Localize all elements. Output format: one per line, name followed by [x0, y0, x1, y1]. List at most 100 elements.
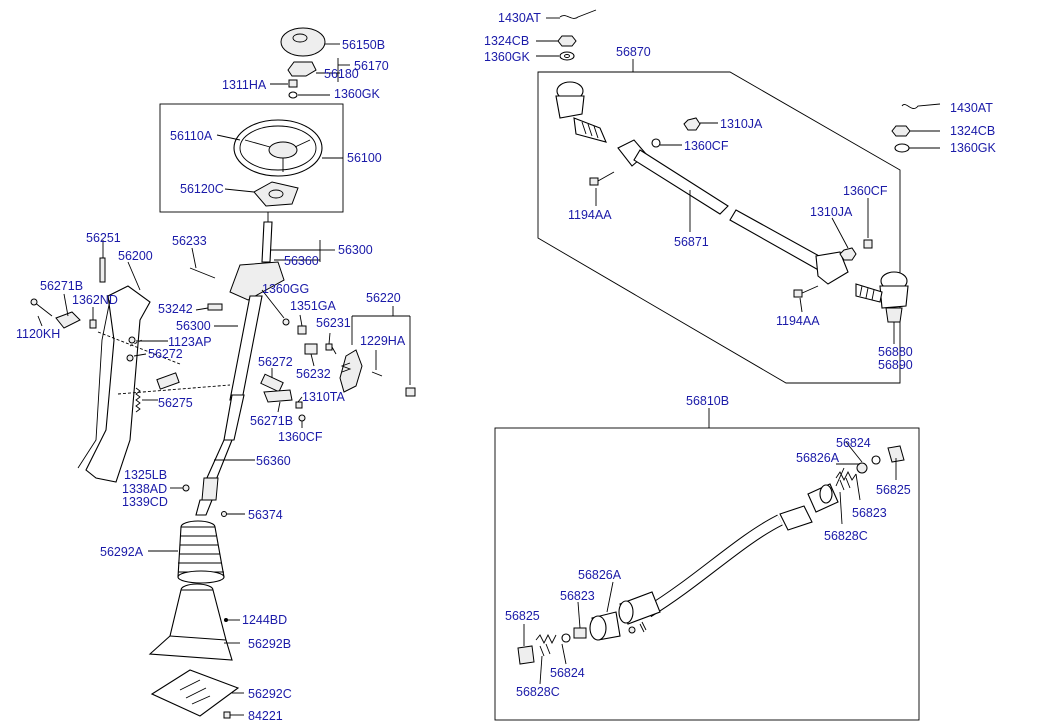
- label-1311HA: 1311HA: [222, 78, 267, 92]
- label-1360CF-a: 1360CF: [278, 430, 323, 444]
- cover-56180-part: [287, 58, 350, 82]
- cotter-pin-1430AT-top-part: [546, 9, 597, 19]
- label-56826A-b: 56826A: [578, 568, 622, 582]
- label-1360GG: 1360GG: [262, 282, 309, 296]
- label-1360GK-b: 1360GK: [484, 50, 531, 64]
- bushing-56232-part: [304, 343, 318, 367]
- cable-tube-part: [644, 505, 813, 618]
- label-1244BD: 1244BD: [242, 613, 287, 627]
- lever-56220-part: [339, 306, 416, 397]
- label-56360-b: 56360: [256, 454, 291, 468]
- label-56825-a: 56825: [876, 483, 911, 497]
- label-56233: 56233: [172, 234, 207, 248]
- label-56880: 56880: [878, 345, 913, 359]
- label-1310JA-b: 1310JA: [810, 205, 853, 219]
- label-56220: 56220: [366, 291, 401, 305]
- steering-column-part: [195, 212, 335, 516]
- bolt-1325LB-part: [170, 484, 190, 492]
- label-56828C-b: 56828C: [516, 685, 560, 699]
- boot-56292A-part: [148, 520, 225, 584]
- plate-56271B-right-part: [263, 389, 293, 413]
- clip-84221-part: [223, 711, 244, 719]
- label-56824-a: 56824: [836, 436, 871, 450]
- nut-1310JA-right-part: [831, 217, 857, 261]
- nut-1324CB-top-part: [536, 35, 577, 47]
- label-56300-a: 56300: [338, 243, 373, 257]
- bolt-56231-part: [325, 332, 337, 355]
- label-56150B: 56150B: [342, 38, 385, 52]
- cable-group-box: [494, 427, 920, 721]
- cable-end-lower-part: [517, 581, 661, 685]
- label-56870: 56870: [616, 45, 651, 59]
- label-56120C: 56120C: [180, 182, 224, 196]
- label-56180: 56180: [324, 67, 359, 81]
- washer-1360GG-part: [261, 289, 290, 326]
- tilt-bracket-part: [77, 261, 151, 483]
- label-1360GK-a: 1360GK: [334, 87, 381, 101]
- label-56824-b: 56824: [550, 666, 585, 680]
- label-53242: 53242: [158, 302, 193, 316]
- tie-rod-end-left-part: [555, 81, 607, 143]
- label-56272-b: 56272: [258, 355, 293, 369]
- label-1351GA: 1351GA: [290, 299, 337, 313]
- tie-rod-56871-part: [617, 139, 849, 285]
- label-56275: 56275: [158, 396, 193, 410]
- label-1339CD: 1339CD: [122, 495, 168, 509]
- label-56374: 56374: [248, 508, 283, 522]
- washer-1360CF-left-part: [298, 414, 306, 428]
- label-56170: 56170: [354, 59, 389, 73]
- nut-1362ND-part: [89, 307, 97, 329]
- hub-56120C-part: [224, 181, 299, 207]
- nut-1351GA-part: [297, 314, 307, 335]
- label-56272-a: 56272: [148, 347, 183, 361]
- bolt-1194AA-right-part: [793, 285, 819, 313]
- label-1360CF-c: 1360CF: [843, 184, 888, 198]
- label-56292A: 56292A: [100, 545, 144, 559]
- washer-1360CF-right-part: [863, 198, 873, 249]
- bolt-56233-part: [189, 247, 216, 279]
- label-1430AT-b: 1430AT: [950, 101, 993, 115]
- label-56360-a: 56360: [284, 254, 319, 268]
- horn-pad-part: [280, 27, 340, 57]
- bolt-56374-part: [221, 511, 245, 517]
- label-56300-b: 56300: [176, 319, 211, 333]
- label-1360CF-b: 1360CF: [684, 139, 729, 153]
- label-56828C-a: 56828C: [824, 529, 868, 543]
- label-56823-b: 56823: [560, 589, 595, 603]
- label-56826A-a: 56826A: [796, 451, 840, 465]
- label-56231: 56231: [316, 316, 351, 330]
- washer-1360GK-top-part: [536, 51, 575, 61]
- nut-1324CB-right-part: [891, 125, 940, 137]
- label-1123AP: 1123AP: [168, 335, 212, 349]
- cable-end-upper-part: [807, 441, 905, 525]
- label-56825-b: 56825: [505, 609, 540, 623]
- label-1310JA-a: 1310JA: [720, 117, 763, 131]
- label-1430AT-a: 1430AT: [498, 11, 541, 25]
- pin-56251-part: [99, 240, 106, 283]
- label-1360GK-c: 1360GK: [950, 141, 997, 155]
- label-56232: 56232: [296, 367, 331, 381]
- label-56890: 56890: [878, 358, 913, 372]
- label-56251: 56251: [86, 231, 121, 245]
- tie-rod-end-right-part: [855, 271, 909, 344]
- label-1194AA-b: 1194AA: [776, 314, 820, 328]
- label-1120KH: 1120KH: [16, 327, 60, 341]
- steering-wheel-part: [216, 119, 343, 177]
- plate-56292C-part: [150, 669, 244, 717]
- label-56271B-b: 56271B: [250, 414, 293, 428]
- tie-rod-group-box: [537, 71, 901, 384]
- bushing-56272-left-part: [156, 372, 180, 390]
- bolt-1194AA-left-part: [589, 171, 615, 206]
- label-56823-a: 56823: [852, 506, 887, 520]
- label-1325LB: 1325LB: [124, 468, 167, 482]
- label-1338AD: 1338AD: [122, 482, 167, 496]
- label-56292B: 56292B: [248, 637, 291, 651]
- washer-1360GK-right-part: [894, 143, 940, 153]
- bushing-56272-right-part: [260, 368, 284, 393]
- nut-1310JA-left-part: [683, 117, 718, 131]
- label-1229HA: 1229HA: [360, 334, 406, 348]
- bolt-1229HA-part: [371, 350, 383, 377]
- label-1194AA-a: 1194AA: [568, 208, 612, 222]
- spring-56275-part: [135, 387, 158, 413]
